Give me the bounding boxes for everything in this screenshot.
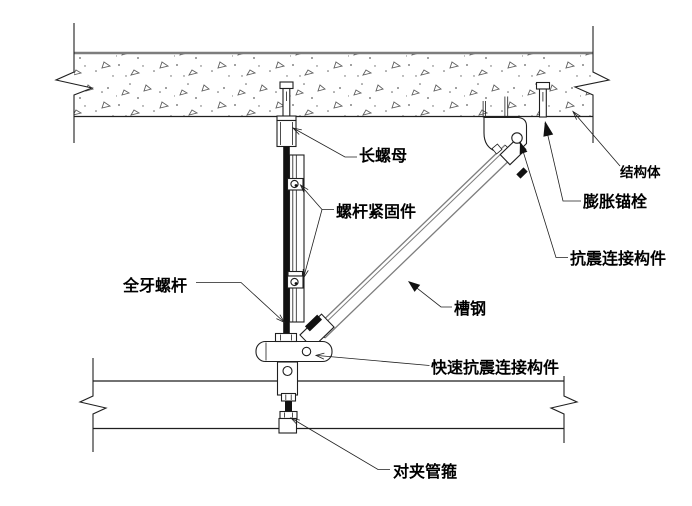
leader bbox=[315, 355, 430, 366]
leader bbox=[300, 184, 334, 210]
pipe-left-break bbox=[78, 358, 108, 452]
quick-seismic-connector bbox=[255, 332, 333, 363]
leader bbox=[196, 282, 285, 323]
label-expansion-anchor: 膨胀锚栓 bbox=[583, 192, 648, 211]
leader-lines bbox=[196, 110, 621, 470]
rod-fastener-top bbox=[286, 177, 304, 191]
hinge-pin bbox=[511, 132, 523, 144]
rod-fastener-bottom bbox=[286, 270, 304, 289]
channel-steel-brace bbox=[314, 144, 516, 339]
hinge-anchor-bolts bbox=[482, 96, 509, 118]
arrowhead-filled bbox=[408, 281, 421, 292]
clamp-bolt bbox=[304, 314, 323, 332]
label-quick-seismic-connector: 快速抗震连接构件 bbox=[431, 358, 559, 377]
label-seismic-connector: 抗震连接构件 bbox=[570, 249, 666, 268]
channel-body bbox=[315, 145, 515, 338]
leader bbox=[408, 281, 452, 308]
channel-edge bbox=[324, 154, 516, 339]
channel-lower-clamp bbox=[299, 313, 335, 349]
label-channel-steel: 槽钢 bbox=[454, 299, 486, 318]
threaded-rod-assembly bbox=[276, 119, 297, 359]
pipe-clamp-strap bbox=[276, 361, 299, 434]
label-rod-fastener: 螺杆紧固件 bbox=[336, 202, 416, 221]
channel-edge bbox=[314, 144, 506, 329]
full-thread-rod bbox=[283, 146, 290, 359]
concrete-fill bbox=[74, 54, 593, 117]
label-pipe-clamp: 对夹管箍 bbox=[393, 462, 457, 481]
ceiling-slab bbox=[54, 23, 611, 143]
fastener-washer bbox=[287, 270, 304, 277]
label-full-thread-rod: 全牙螺杆 bbox=[122, 276, 187, 295]
clamp-nut bbox=[279, 410, 298, 420]
long-nut bbox=[276, 119, 297, 148]
label-long-nut: 长螺母 bbox=[359, 146, 407, 165]
arrowhead bbox=[289, 417, 300, 425]
fastener-bolt bbox=[290, 277, 299, 287]
slab-right-break bbox=[573, 26, 611, 143]
pipe bbox=[78, 358, 579, 452]
anchor-cap bbox=[535, 81, 551, 90]
leader bbox=[292, 127, 357, 158]
arrowhead bbox=[572, 110, 581, 120]
rod-fastener-bracket bbox=[286, 154, 305, 323]
arrowhead bbox=[314, 352, 325, 360]
arrowhead-filled bbox=[543, 121, 554, 137]
strap-lower bbox=[278, 417, 298, 434]
expansion-anchor-bolt bbox=[535, 81, 551, 118]
leader bbox=[303, 209, 323, 279]
seg bbox=[294, 184, 298, 187]
arrowhead bbox=[302, 268, 309, 280]
label-structure-body: 结构体 bbox=[620, 164, 661, 180]
strap-hole bbox=[282, 365, 293, 377]
arrowhead bbox=[291, 127, 302, 135]
anchor-washer bbox=[276, 115, 297, 122]
pipe-right-break bbox=[549, 376, 579, 443]
fastener-bolt bbox=[290, 179, 299, 189]
seg bbox=[294, 282, 298, 285]
arrowhead bbox=[276, 314, 286, 324]
connector-body bbox=[255, 340, 333, 363]
leader bbox=[520, 142, 568, 258]
clamp-bolt-head bbox=[280, 392, 297, 402]
channel-lip bbox=[317, 147, 508, 331]
anchor-cap bbox=[279, 81, 294, 90]
clamp-stud bbox=[285, 401, 292, 412]
leader bbox=[290, 417, 390, 470]
slab-left-break bbox=[54, 23, 94, 143]
bracket-hole bbox=[491, 143, 503, 155]
channel-bolt bbox=[516, 167, 528, 179]
connector-hole bbox=[301, 346, 312, 357]
leader bbox=[544, 122, 581, 202]
labels: 长螺母 螺杆紧固件 全牙螺杆 结构体 膨胀锚栓 抗震连接构件 槽钢 快速抗震连接… bbox=[122, 146, 666, 481]
arrowhead-filled bbox=[519, 141, 528, 155]
arrowhead bbox=[299, 183, 309, 194]
leader bbox=[572, 111, 621, 167]
anchor-shaft bbox=[538, 88, 547, 118]
rod-nut bbox=[274, 332, 298, 343]
hanger-anchor bbox=[276, 81, 297, 122]
